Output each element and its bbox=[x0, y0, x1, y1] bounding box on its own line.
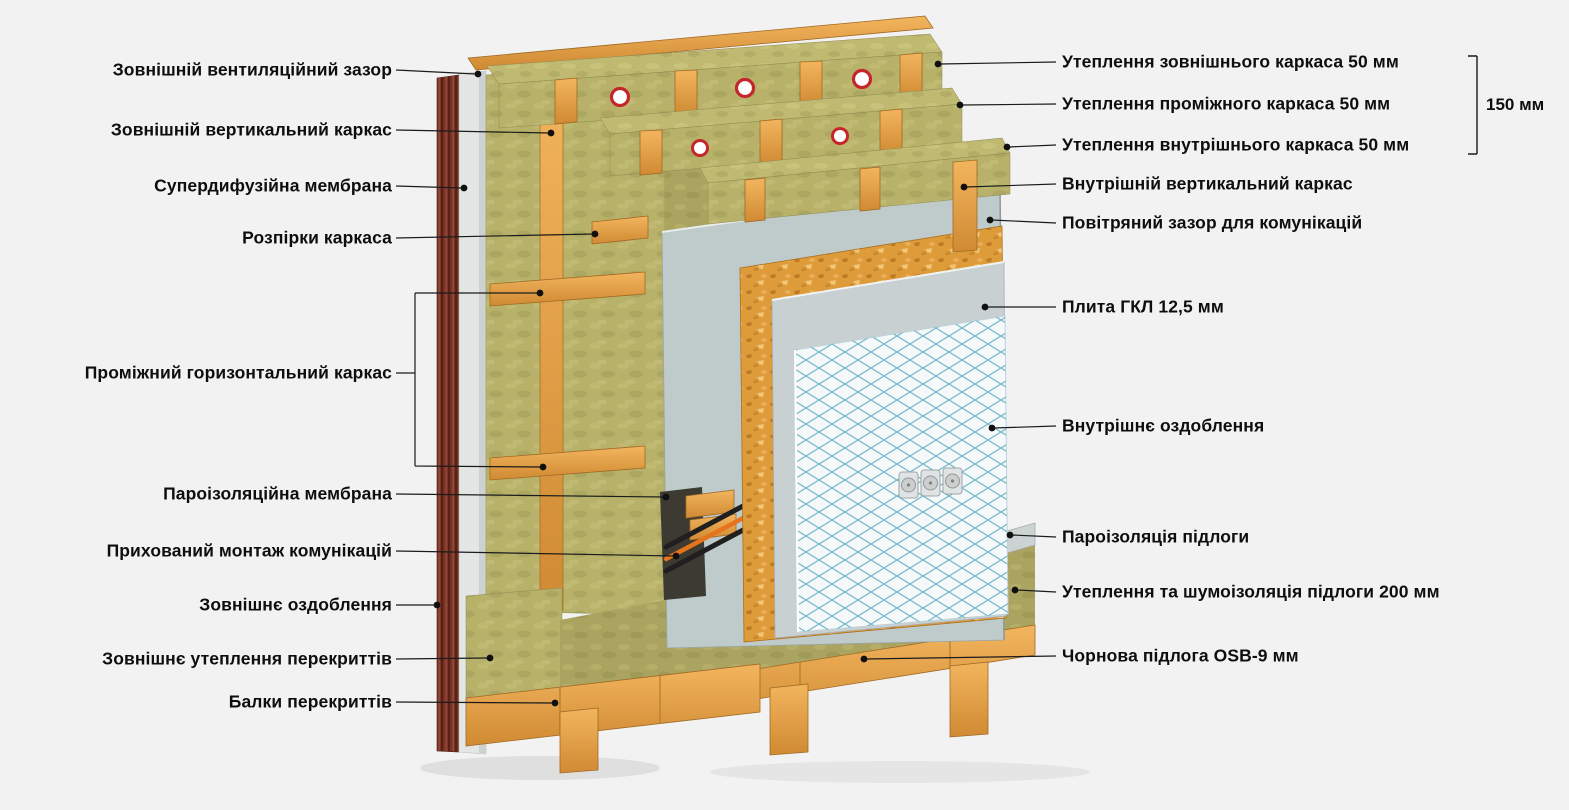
label-concealed-utilities: Прихований монтаж комунікацій bbox=[106, 540, 392, 561]
label-middle-frame-insulation: Утеплення проміжного каркаса 50 мм bbox=[1062, 93, 1391, 114]
label-inner-vertical-frame: Внутрішній вертикальний каркас bbox=[1062, 173, 1353, 194]
cable-black-2 bbox=[663, 526, 748, 574]
insulation-brand-mark bbox=[851, 68, 873, 90]
label-subfloor-osb: Чорнова підлога OSB-9 мм bbox=[1062, 645, 1299, 666]
label-superdiffusion-membrane: Супердифузійна мембрана bbox=[154, 175, 392, 196]
inner-vertical-stud bbox=[952, 159, 978, 253]
insulation-slabs bbox=[486, 33, 1011, 253]
label-floor-beams: Балки перекриттів bbox=[228, 691, 392, 712]
dimension-150mm: 150 мм bbox=[1486, 95, 1545, 114]
floor-exterior-insulation bbox=[465, 587, 563, 699]
cable-black-1 bbox=[663, 502, 748, 550]
label-vapor-barrier-membrane: Пароізоляційна мембрана bbox=[163, 483, 392, 504]
top-batten bbox=[467, 15, 934, 71]
dimension-bracket bbox=[1468, 55, 1478, 155]
insulation-brand-mark bbox=[609, 86, 631, 108]
label-floor-vapor-barrier: Пароізоляція підлоги bbox=[1062, 526, 1250, 547]
label-outer-frame-insulation: Утеплення зовнішнього каркаса 50 мм bbox=[1062, 51, 1399, 72]
label-outer-vent-gap: Зовнішній вентиляційний зазор bbox=[112, 59, 392, 80]
leader-dots bbox=[433, 60, 1019, 707]
outer-vertical-stud bbox=[539, 68, 564, 611]
label-gkl-board: Плита ГКЛ 12,5 мм bbox=[1062, 296, 1224, 317]
label-utilities-air-gap: Повітряний зазор для комунікацій bbox=[1062, 212, 1363, 233]
label-intermediate-horizontal-frame: Проміжний горизонтальний каркас bbox=[84, 362, 392, 383]
concealed-cables bbox=[660, 487, 748, 600]
insulation-brand-mark bbox=[831, 127, 849, 145]
label-interior-finish: Внутрішнє оздоблення bbox=[1062, 415, 1265, 436]
interior-finish-panel bbox=[794, 315, 1009, 633]
power-outlets bbox=[898, 467, 963, 499]
insulation-brand-mark bbox=[691, 139, 709, 157]
leader-lines bbox=[395, 61, 1057, 704]
label-floor-insulation-soundproofing: Утеплення та шумоізоляція підлоги 200 мм bbox=[1062, 581, 1440, 602]
floor-beams-band bbox=[465, 663, 761, 747]
horizontal-frame-bar-upper bbox=[489, 271, 646, 307]
horizontal-frame-bar-lower bbox=[489, 445, 646, 481]
ground-shadow bbox=[420, 756, 1090, 783]
label-frame-spacers: Розпірки каркаса bbox=[242, 227, 392, 248]
insulation-brand-mark bbox=[734, 77, 756, 99]
frame-spacer-block bbox=[591, 215, 649, 245]
label-inner-frame-insulation: Утеплення внутрішнього каркаса 50 мм bbox=[1062, 134, 1410, 155]
membrane-layer bbox=[458, 70, 487, 755]
label-outer-vertical-frame: Зовнішній вертикальний каркас bbox=[110, 119, 392, 140]
label-exterior-floor-insulation: Зовнішнє утеплення перекриттів bbox=[102, 648, 392, 669]
label-exterior-finish: Зовнішнє оздоблення bbox=[199, 594, 392, 615]
exterior-cladding-layer bbox=[436, 74, 460, 753]
